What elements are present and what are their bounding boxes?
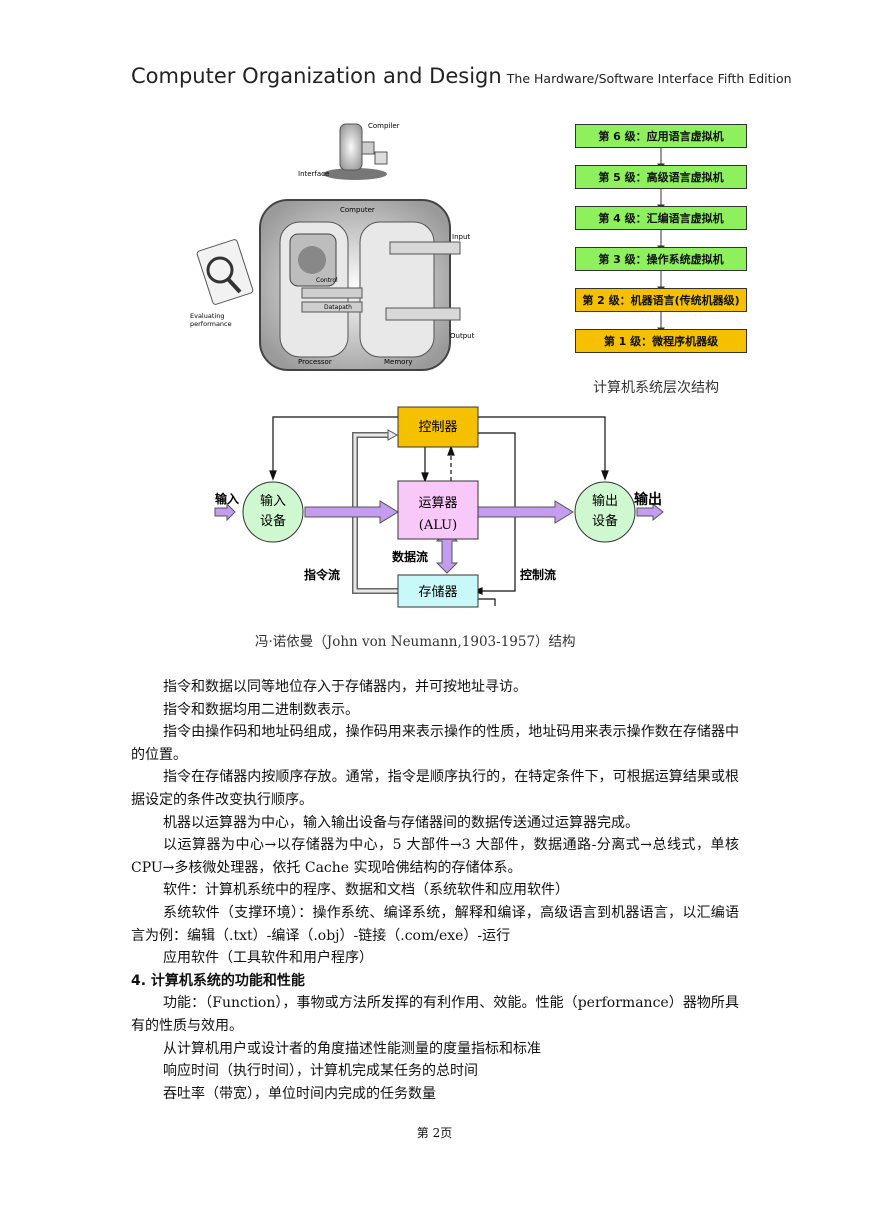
memory-label: Memory bbox=[384, 358, 412, 366]
paragraph: 指令由操作码和地址码组成，操作码用来表示操作的性质，地址码用来表示操作数在存储器… bbox=[131, 724, 739, 763]
document-header: Computer Organization and Design The Har… bbox=[131, 64, 792, 88]
input-device-label-1: 输入 bbox=[260, 493, 286, 509]
paragraph: 指令在存储器内按顺序存放。通常，指令是顺序执行的，在特定条件下，可根据运算结果或… bbox=[131, 769, 739, 808]
input-device-label-2: 设备 bbox=[260, 513, 286, 529]
paragraph: 吞吐率（带宽），单位时间内完成的任务数量 bbox=[163, 1085, 436, 1102]
von-neumann-caption: 冯·诺依曼（John von Neumann,1903-1957）结构 bbox=[255, 634, 576, 650]
paragraph: 指令和数据均用二进制数表示。 bbox=[163, 701, 359, 718]
output-arrow-label: 输出 bbox=[634, 491, 662, 508]
interface-label: Interface bbox=[298, 170, 329, 178]
compiler-label: Compiler bbox=[368, 122, 400, 130]
paragraph: 指令和数据以同等地位存入于存储器内，并可按地址寻访。 bbox=[163, 679, 527, 695]
memory-label: 存储器 bbox=[418, 585, 457, 600]
magnifier-icon bbox=[196, 239, 254, 305]
evaluating-label: Evaluating bbox=[190, 312, 224, 320]
level-6: 第 6 级：应用语言虚拟机 bbox=[575, 124, 747, 148]
instruction-flow-label: 指令流 bbox=[304, 567, 340, 582]
datapath-label: Datapath bbox=[324, 304, 352, 311]
input-label: Input bbox=[452, 233, 470, 241]
output-label: Output bbox=[450, 332, 475, 340]
controller-label: 控制器 bbox=[418, 420, 457, 435]
level-1: 第 1 级：微程序机器级 bbox=[575, 329, 747, 353]
level-5: 第 5 级：高级语言虚拟机 bbox=[575, 165, 747, 189]
body-text: 指令和数据以同等地位存入于存储器内，并可按地址寻访。 指令和数据均用二进制数表示… bbox=[131, 676, 739, 1105]
paragraph: 以运算器为中心→以存储器为中心，5 大部件→3 大部件，数据通路-分离式→总线式… bbox=[131, 837, 739, 876]
paragraph: 从计算机用户或设计者的角度描述性能测量的度量指标和标准 bbox=[163, 1040, 541, 1057]
output-device-label-2: 设备 bbox=[592, 513, 618, 529]
performance-label: performance bbox=[190, 320, 232, 328]
input-arrow-label: 输入 bbox=[215, 491, 239, 506]
controller-box bbox=[397, 406, 479, 448]
paragraph: 功能：（Function），事物或方法所发挥的有利作用、效能。性能（perfor… bbox=[131, 995, 739, 1034]
alu-label-1: 运算器 bbox=[418, 496, 457, 511]
compiler-icon bbox=[323, 123, 388, 180]
hierarchy-caption: 计算机系统层次结构 bbox=[593, 380, 719, 396]
paragraph: 应用软件（工具软件和用户程序） bbox=[163, 950, 373, 967]
data-flow-label: 数据流 bbox=[392, 549, 428, 564]
control-label: Control bbox=[316, 277, 338, 284]
computer-components-illustration: Compiler Interface Computer Input Contro… bbox=[190, 122, 475, 371]
computer-frame bbox=[259, 199, 461, 371]
von-neumann-diagram: 控制器 运算器 (ALU) 存储器 输入 设备 输出 设备 输入 输出 数据流 … bbox=[214, 406, 664, 608]
level-3: 第 3 级：操作系统虚拟机 bbox=[575, 247, 747, 271]
system-level-hierarchy: 第 6 级：应用语言虚拟机 第 5 级：高级语言虚拟机 第 4 级：汇编语言虚拟… bbox=[560, 115, 760, 375]
processor-label: Processor bbox=[298, 358, 332, 366]
section-heading: 4. 计算机系统的功能和性能 bbox=[131, 972, 305, 989]
output-device-label-1: 输出 bbox=[592, 493, 618, 509]
data-arrows bbox=[214, 500, 664, 574]
output-device-circle bbox=[574, 481, 636, 543]
level-2: 第 2 级：机器语言(传统机器级) bbox=[575, 288, 747, 312]
page-number: 第 2页 bbox=[416, 1126, 453, 1140]
paragraph: 系统软件（支撑环境）：操作系统、编译系统，解释和编译，高级语言到机器语言，以汇编… bbox=[131, 904, 739, 944]
alu-label-2: (ALU) bbox=[419, 518, 457, 533]
level-4: 第 4 级：汇编语言虚拟机 bbox=[575, 206, 747, 230]
control-flow-label: 控制流 bbox=[520, 567, 556, 582]
input-device-circle bbox=[242, 481, 304, 543]
paragraph: 软件：计算机系统中的程序、数据和文档（系统软件和应用软件） bbox=[163, 882, 569, 899]
paragraph: 响应时间（执行时间），计算机完成某任务的总时间 bbox=[163, 1063, 478, 1080]
alu-box bbox=[397, 480, 479, 540]
computer-label: Computer bbox=[340, 206, 375, 214]
paragraph: 机器以运算器为中心，输入输出设备与存储器间的数据传送通过运算器完成。 bbox=[163, 814, 639, 831]
book-subtitle: The Hardware/Software Interface Fifth Ed… bbox=[506, 71, 792, 86]
memory-box bbox=[397, 574, 479, 608]
book-title: Computer Organization and Design bbox=[131, 64, 502, 88]
